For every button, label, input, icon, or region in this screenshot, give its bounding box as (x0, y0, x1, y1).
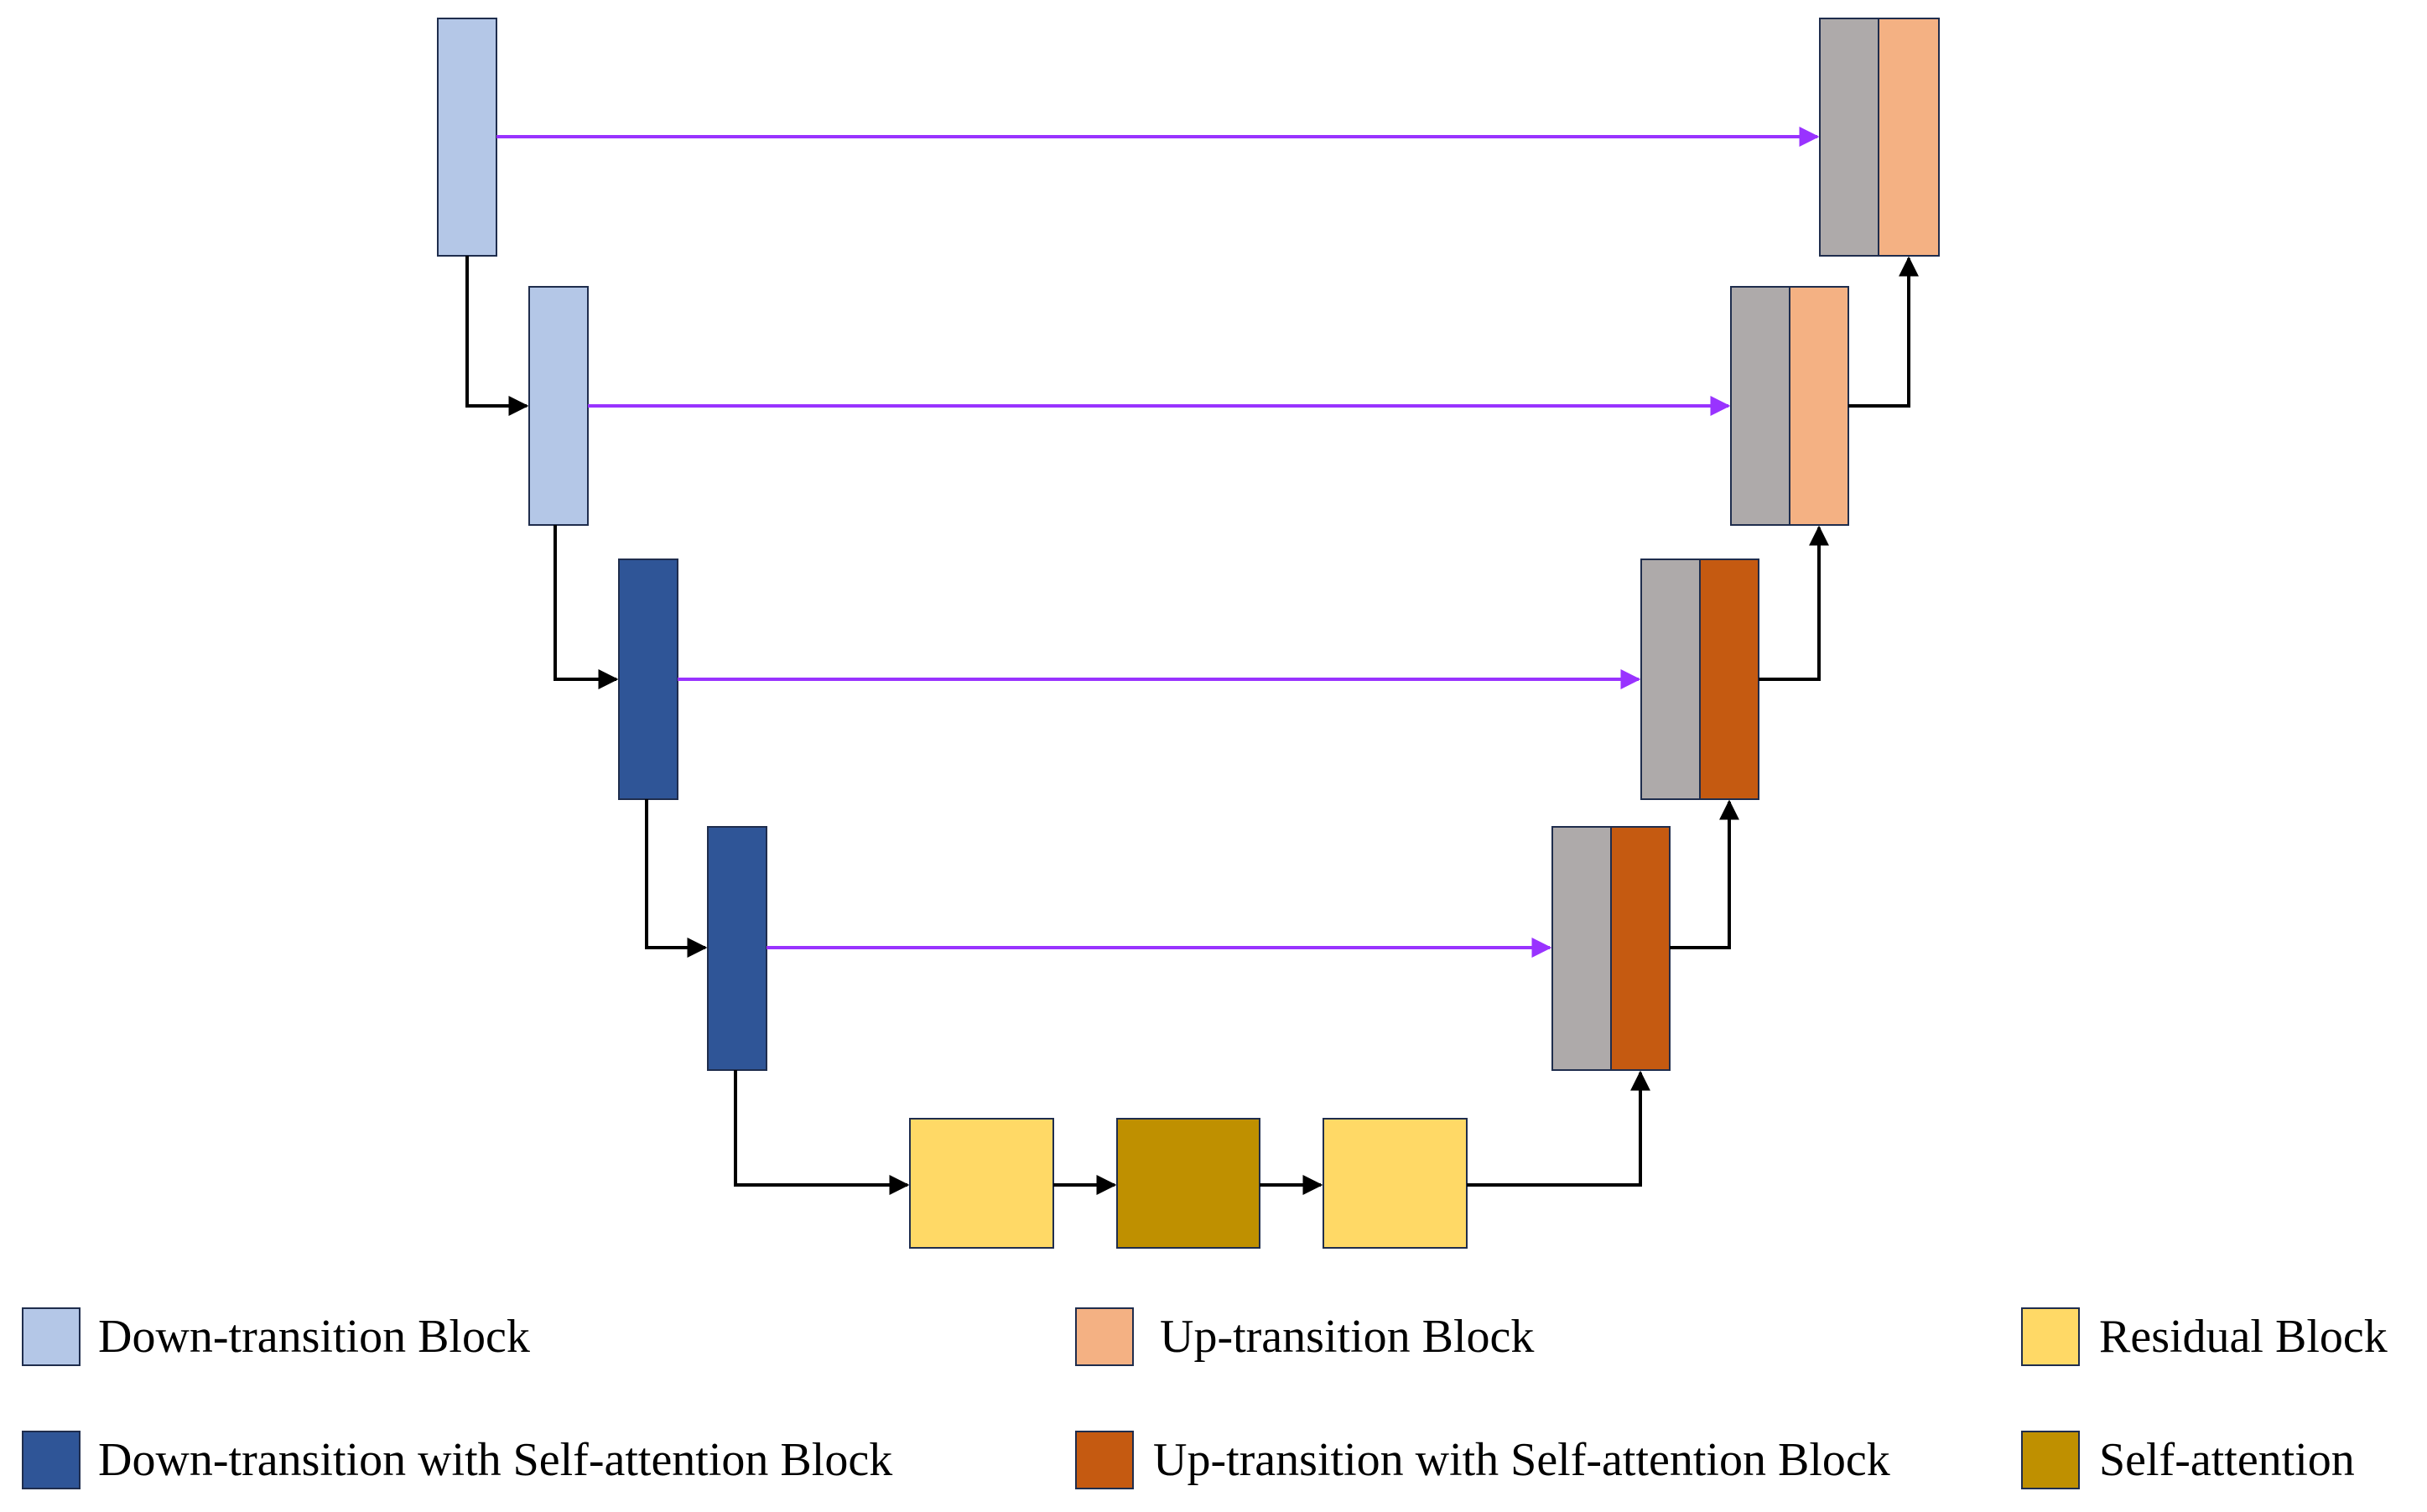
decoder-block-4 (1610, 826, 1671, 1071)
decoder-block-3 (1699, 559, 1759, 800)
decoder-block-2 (1789, 286, 1849, 526)
legend-swatch-self-attention (2021, 1431, 2080, 1489)
legend-label-down: Down-transition Block (98, 1311, 530, 1363)
encoder-block-4 (707, 826, 767, 1071)
decoder-concat-1 (1819, 18, 1879, 257)
decoder-block-1 (1878, 18, 1940, 257)
legend-swatch-down (22, 1307, 81, 1366)
bottleneck-residual-block-2 (1323, 1118, 1468, 1249)
decoder-concat-2 (1730, 286, 1790, 526)
legend-label-up: Up-transition Block (1160, 1311, 1534, 1363)
encoder-block-1 (437, 18, 497, 257)
legend-swatch-residual (2021, 1307, 2080, 1366)
encoder-block-3 (618, 559, 678, 800)
up-arrow-3 (1670, 799, 1739, 949)
legend-swatch-down-sa (22, 1431, 81, 1489)
down-arrow-2 (553, 525, 619, 689)
bottleneck-residual-block-1 (909, 1118, 1054, 1249)
legend-label-up-sa: Up-transition with Self-attention Block (1153, 1434, 1890, 1486)
up-arrow-1 (1848, 256, 1919, 408)
decoder-concat-3 (1640, 559, 1701, 800)
up-arrow-4 (1467, 1070, 1650, 1187)
decoder-concat-4 (1551, 826, 1612, 1071)
legend-label-residual: Residual Block (2099, 1311, 2388, 1363)
legend: Down-transition Block Up-transition Bloc… (22, 1307, 2388, 1489)
flow-arrows (465, 256, 1919, 1195)
legend-label-self-attention: Self-attention (2099, 1434, 2355, 1486)
down-arrow-3 (645, 799, 708, 958)
skip-connections (496, 127, 1820, 958)
legend-label-down-sa: Down-transition with Self-attention Bloc… (98, 1434, 892, 1486)
down-arrow-4 (734, 1070, 910, 1195)
legend-swatch-up (1075, 1307, 1134, 1366)
up-arrow-2 (1759, 525, 1829, 681)
legend-swatch-up-sa (1075, 1431, 1134, 1489)
bottleneck-self-attention-block (1116, 1118, 1260, 1249)
encoder-block-2 (528, 286, 589, 526)
down-arrow-1 (465, 256, 529, 416)
